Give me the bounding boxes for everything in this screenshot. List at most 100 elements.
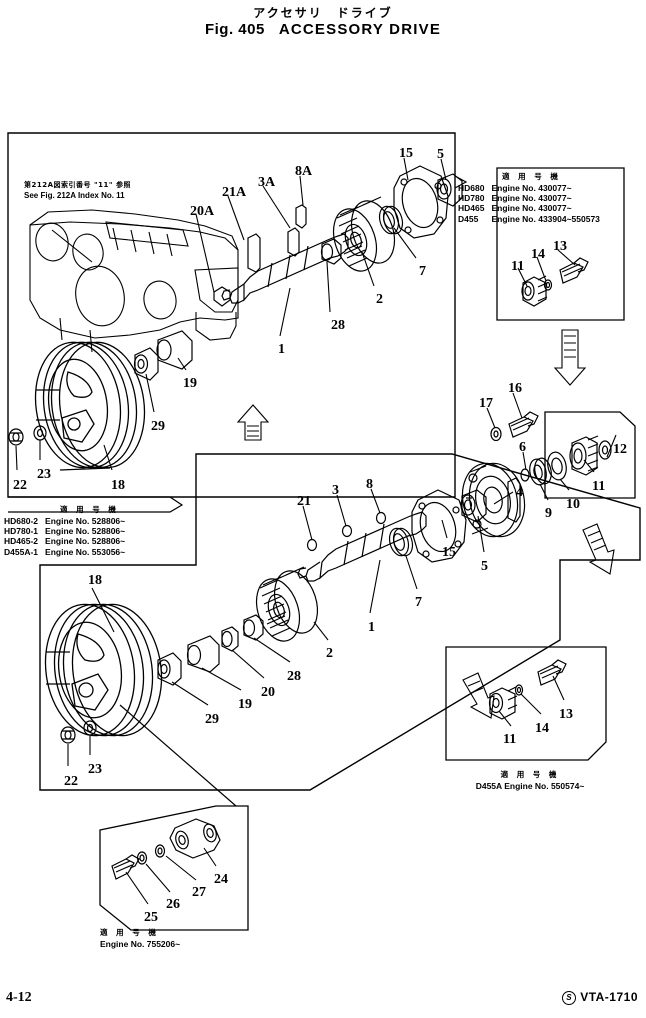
callout-8: 8: [366, 477, 373, 492]
page-title: Fig. 405 ACCESSORY DRIVE: [0, 20, 646, 40]
hatched-arrow-right-1: [553, 329, 587, 386]
seal-gasket-bush-lower: [388, 489, 487, 563]
spec-engine: Engine No. 430077~: [491, 182, 572, 193]
spec-model: HD780: [458, 192, 485, 203]
drive-housing-assembly: [461, 411, 612, 538]
note-bottom-inset: 適 用 号 機 Engine No. 755206~: [100, 928, 180, 949]
callout-3: 3: [332, 483, 339, 498]
spec-pointer-top-right: [454, 175, 468, 189]
spec-table-top-right: 適 用 号 機 HD680 Engine No. 430077~ HD780 E…: [458, 172, 600, 224]
page-header: アクセサリ ドライブ Fig. 405 ACCESSORY DRIVE: [0, 6, 646, 40]
callout-23: 23: [88, 762, 102, 777]
callout-7: 7: [419, 264, 426, 279]
spec-row: HD780-1 Engine No. 528806~: [4, 526, 125, 536]
spec-model: HD680-2: [4, 515, 39, 526]
engine-housing-upper: [29, 209, 239, 353]
callout-9: 9: [545, 506, 552, 521]
inset-box-mid-right: [544, 411, 636, 499]
note-bottom-heading: 適 用 号 機: [100, 928, 159, 937]
callout-19: 19: [238, 697, 252, 712]
callout-22: 22: [13, 478, 27, 493]
pin-3a: [287, 227, 300, 257]
japanese-title: アクセサリ ドライブ: [253, 6, 393, 20]
spec-model: HD780-1: [4, 525, 39, 536]
spec-heading-top-right: 適 用 号 機: [502, 172, 561, 181]
pin-8a: [295, 204, 307, 229]
spec-model: HD680: [458, 182, 485, 193]
callout-8A: 8A: [295, 164, 313, 179]
callout-6: 6: [519, 440, 526, 455]
page-number: 4-12: [6, 990, 32, 1005]
spec-table-left: 適 用 号 機 HD680-2 Engine No. 528806~ HD780…: [4, 505, 125, 557]
spec-model: D455: [458, 213, 479, 224]
callout-2: 2: [326, 646, 333, 661]
spec-rows-left: HD680-2 Engine No. 528806~ HD780-1 Engin…: [4, 516, 125, 558]
callout-25: 25: [144, 910, 158, 925]
callout-4: 4: [516, 485, 523, 500]
spec-row: HD680 Engine No. 430077~: [458, 183, 600, 193]
callout-11: 11: [592, 479, 606, 494]
callout-11: 11: [511, 259, 525, 274]
callout-23: 23: [37, 467, 51, 482]
spec-rows-top-right: HD680 Engine No. 430077~ HD780 Engine No…: [458, 183, 600, 225]
callout-13: 13: [553, 239, 567, 254]
callout-17: 17: [479, 396, 493, 411]
callout-11: 11: [503, 732, 517, 747]
spec-model: D455A-1: [4, 546, 39, 557]
spec-engine: Engine No. 528806~: [45, 515, 126, 526]
spec-engine: Engine No. 430077~: [491, 192, 572, 203]
callout-26: 26: [166, 897, 180, 912]
english-title: ACCESSORY DRIVE: [278, 21, 442, 38]
callout-5: 5: [437, 147, 444, 162]
inset-lower-right-parts: [488, 659, 567, 720]
spec-row: HD680-2 Engine No. 528806~: [4, 516, 125, 526]
inset-box-bottom: [99, 805, 249, 931]
lower-panel-outline: [39, 453, 641, 791]
spec-engine: Engine No. 528806~: [45, 525, 126, 536]
callout-15: 15: [442, 545, 456, 560]
seal-gasket-bush-upper: [378, 165, 463, 239]
callout-3A: 3A: [258, 175, 276, 190]
callout-10: 10: [566, 497, 580, 512]
inset-box-top-right: [496, 167, 625, 321]
spec-row: HD465 Engine No. 430077~: [458, 203, 600, 213]
callout-27: 27: [192, 885, 206, 900]
shaft-lower: [297, 511, 427, 582]
callout-5: 5: [481, 559, 488, 574]
spacer-28-upper: [320, 238, 342, 265]
spec-heading-left: 適 用 号 機: [60, 505, 119, 514]
callout-24: 24: [214, 872, 228, 887]
komatsu-mark-icon: S: [562, 991, 577, 1005]
spacers-upper: [133, 330, 193, 381]
spec-bracket-left: [8, 496, 184, 513]
inset-box-lower-right: [445, 646, 607, 761]
inset-bottom-parts: [111, 818, 221, 880]
note-d455a-heading: 適 用 号 機: [500, 770, 560, 779]
callout-29: 29: [151, 419, 165, 434]
spec-engine: Engine No. 430077~: [491, 203, 572, 214]
gear-upper: [332, 196, 396, 272]
leader-lines-inset-lr: [498, 675, 565, 727]
inset-connector-line: [119, 704, 237, 807]
callout-14: 14: [535, 721, 549, 736]
spec-engine: Engine No. 528806~: [45, 536, 126, 547]
callout-29: 29: [205, 712, 219, 727]
callout-21A: 21A: [222, 185, 247, 200]
callout-28: 28: [287, 669, 301, 684]
see-fig-note: 第212A図索引番号 "11" 参照 See Fig. 212A Index N…: [24, 181, 131, 200]
callout-28: 28: [331, 318, 345, 333]
spec-model: HD465: [458, 203, 485, 214]
callout-12: 12: [613, 442, 627, 457]
see-fig-note-jp: 第212A図索引番号 "11" 参照: [24, 181, 131, 189]
callout-18: 18: [111, 478, 125, 493]
figure-number: Fig. 405: [204, 21, 265, 38]
leader-lines-mid-right: [486, 392, 617, 505]
callout-16: 16: [508, 381, 522, 396]
leader-lines-upper: [15, 157, 447, 471]
leader-lines-lower: [67, 488, 485, 766]
callout-1: 1: [368, 620, 375, 635]
